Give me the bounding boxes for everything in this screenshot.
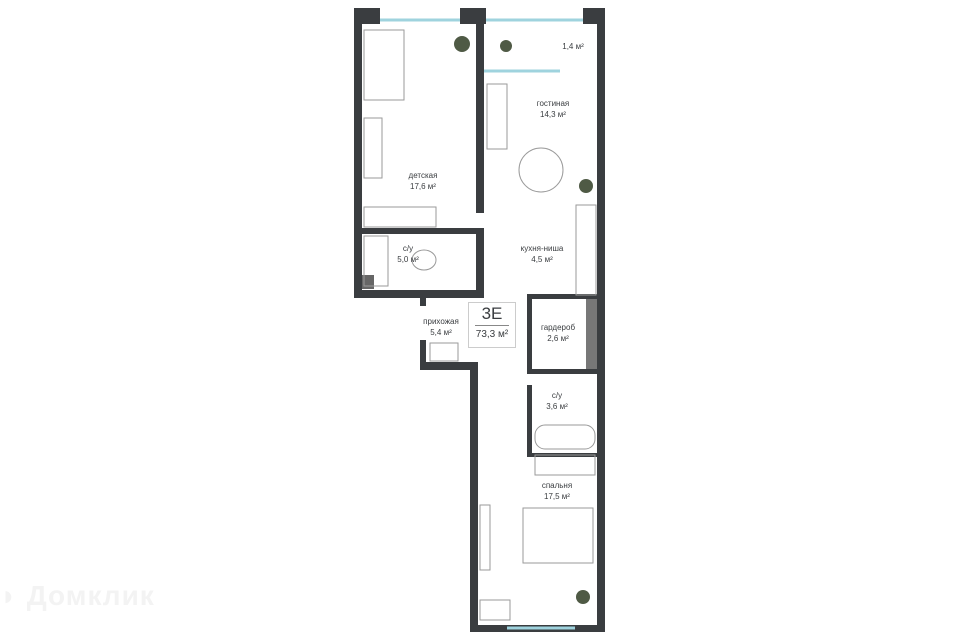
wall: [527, 385, 532, 457]
plant-icon: [579, 179, 593, 193]
windows: [380, 18, 583, 630]
dresser: [479, 599, 511, 621]
wall: [354, 228, 484, 234]
apartment-total-area: 73,3 м²: [475, 329, 509, 340]
apartment-type-badge: 3Е 73,3 м²: [468, 302, 516, 348]
wall: [354, 8, 362, 298]
wardrobe-column: [586, 299, 597, 369]
domclick-watermark: ◗ Домклик: [0, 580, 155, 611]
bathtub: [534, 424, 596, 450]
wall: [420, 362, 478, 370]
bed: [363, 29, 405, 101]
double-bed: [522, 507, 594, 564]
wall: [420, 340, 426, 370]
shoe-rack: [429, 342, 459, 362]
kitchen: [575, 204, 597, 296]
plant-icon: [576, 590, 590, 604]
plants: [454, 36, 593, 604]
dining-table: [518, 147, 564, 193]
wall: [527, 369, 605, 374]
wall: [354, 8, 380, 24]
wall: [527, 294, 605, 299]
wall: [354, 290, 484, 298]
wardrobe: [363, 206, 437, 228]
shower: [363, 235, 389, 287]
plant-icon: [454, 36, 470, 52]
sofa: [486, 83, 508, 150]
room-label-balcony: 1,4 м²: [562, 42, 584, 51]
desk: [363, 117, 383, 179]
plant-icon: [500, 40, 512, 52]
wardrobe-bedroom: [534, 454, 596, 476]
wall: [597, 8, 605, 632]
tv-stand: [479, 504, 491, 571]
wall: [476, 8, 484, 213]
wall: [527, 294, 532, 372]
apartment-type-code: 3Е: [475, 303, 509, 326]
wall: [470, 362, 478, 632]
wall: [420, 296, 426, 306]
furniture: [363, 29, 597, 621]
wall: [476, 232, 484, 298]
sink: [411, 249, 437, 271]
